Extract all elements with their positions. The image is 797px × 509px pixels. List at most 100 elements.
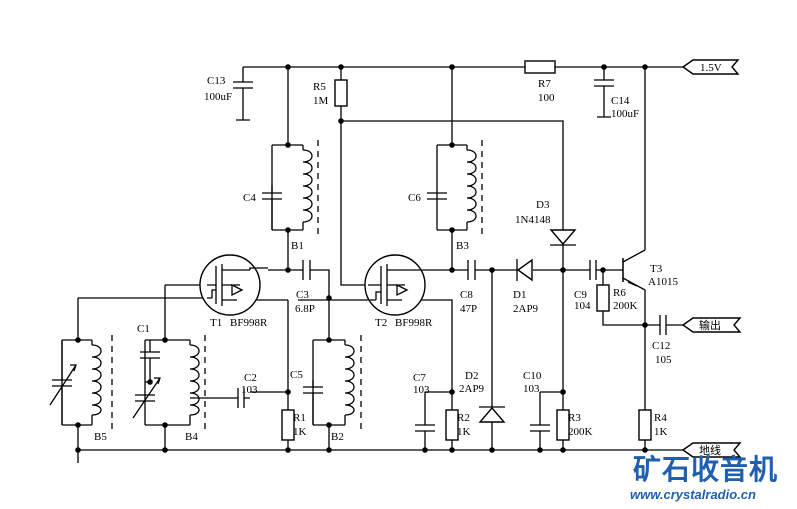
label-T1: T1	[210, 317, 222, 329]
coil-B1	[302, 149, 313, 223]
label-C4: C4	[243, 192, 256, 204]
resistor-R3	[556, 409, 570, 441]
label-R3: R3	[568, 412, 581, 424]
capacitor-C13	[233, 81, 253, 89]
label-C12: C12	[652, 340, 670, 352]
label-C2: C2	[244, 372, 257, 384]
port-ground	[681, 442, 742, 458]
label-R7: R7	[538, 78, 551, 90]
capacitors	[49, 79, 667, 432]
capacitor-C7	[415, 424, 435, 432]
resistor-R1	[281, 409, 295, 441]
coil-B4	[189, 344, 200, 416]
diode-D3	[549, 229, 577, 246]
port-supply	[681, 59, 740, 75]
label-D2: D2	[465, 370, 478, 382]
label-D1: D1	[513, 289, 526, 301]
capacitor-C4	[262, 192, 282, 200]
junctions	[75, 64, 648, 453]
watermark-url: www.crystalradio.cn	[630, 487, 756, 502]
diode-D1	[516, 258, 533, 282]
ports: 1.5V 输出 地线	[681, 59, 742, 458]
capacitor-C14	[594, 79, 614, 87]
capacitor-C2	[237, 388, 245, 408]
label-C9: C9	[574, 289, 587, 301]
capacitor-C1	[140, 340, 160, 382]
resistor-R2	[445, 409, 459, 441]
label-D3-value: 1N4148	[515, 214, 551, 226]
label-D3: D3	[536, 199, 550, 211]
label-C10-value: 103	[523, 383, 540, 395]
label-C2-value: 103	[241, 384, 258, 396]
transistor-T2	[364, 254, 432, 316]
variable-capacitor-B5	[49, 340, 77, 425]
resistors	[281, 60, 652, 441]
capacitor-C3	[302, 260, 311, 280]
label-C13: C13	[207, 75, 226, 87]
diodes	[478, 200, 577, 423]
label-B1: B1	[291, 240, 304, 252]
coil-B3	[466, 149, 477, 223]
label-R3-value: 200K	[568, 426, 593, 438]
label-T2-value: BF998R	[395, 317, 433, 329]
label-B5: B5	[94, 431, 107, 443]
label-C7: C7	[413, 372, 426, 384]
labels: C13 100uF R5 1M R7 100 C14 100uF C4 C6 B…	[94, 75, 678, 443]
transistor-T1	[199, 254, 268, 316]
capacitor-C6	[427, 192, 447, 200]
variable-capacitor-B4	[132, 377, 161, 419]
capacitor-C5	[303, 386, 323, 394]
coil-B2	[344, 344, 355, 416]
label-R1-value: 1K	[293, 426, 307, 438]
label-T3: T3	[650, 263, 663, 275]
label-T2: T2	[375, 317, 387, 329]
transistor-T3	[622, 258, 638, 287]
port-output	[681, 317, 742, 333]
label-C3: C3	[296, 289, 309, 301]
resistor-R5	[334, 79, 348, 107]
label-C8: C8	[460, 289, 473, 301]
capacitor-C8	[467, 260, 476, 280]
capacitor-C10	[530, 424, 550, 432]
label-D2-value: 2AP9	[459, 383, 485, 395]
label-C3-value: 6.8P	[295, 303, 315, 315]
label-C14: C14	[611, 95, 630, 107]
label-C9-value: 104	[574, 300, 591, 312]
label-R6: R6	[613, 287, 626, 299]
port-ground-label: 地线	[699, 443, 721, 457]
resistor-R6	[596, 284, 610, 312]
label-T3-value: A1015	[648, 276, 678, 288]
label-C13-value: 100uF	[204, 91, 232, 103]
capacitor-C9	[589, 260, 597, 280]
label-T1-value: BF998R	[230, 317, 268, 329]
watermark-title: 矿石收音机	[633, 453, 779, 486]
label-C10: C10	[523, 370, 542, 382]
label-C14-value: 100uF	[611, 108, 639, 120]
label-C1: C1	[137, 323, 150, 335]
label-B2: B2	[331, 431, 344, 443]
port-supply-label: 1.5V	[700, 62, 722, 74]
label-C6: C6	[408, 192, 421, 204]
label-C8-value: 47P	[460, 303, 477, 315]
label-R5-value: 1M	[313, 95, 329, 107]
resistor-R7	[524, 60, 556, 74]
label-R4: R4	[654, 412, 667, 424]
label-R2: R2	[457, 412, 470, 424]
diode-D2	[478, 406, 506, 423]
label-R2-value: 1K	[457, 426, 471, 438]
label-R5: R5	[313, 81, 326, 93]
port-output-label: 输出	[699, 318, 721, 332]
inductors	[91, 140, 483, 430]
label-B3: B3	[456, 240, 469, 252]
label-C7-value: 103	[413, 384, 430, 396]
label-D1-value: 2AP9	[513, 303, 539, 315]
label-R6-value: 200K	[613, 300, 638, 312]
label-B4: B4	[185, 431, 198, 443]
label-R7-value: 100	[538, 92, 555, 104]
label-R1: R1	[293, 412, 306, 424]
label-R4-value: 1K	[654, 426, 668, 438]
label-C5: C5	[290, 369, 303, 381]
coil-B5	[91, 344, 102, 416]
capacitor-C12	[659, 315, 667, 335]
